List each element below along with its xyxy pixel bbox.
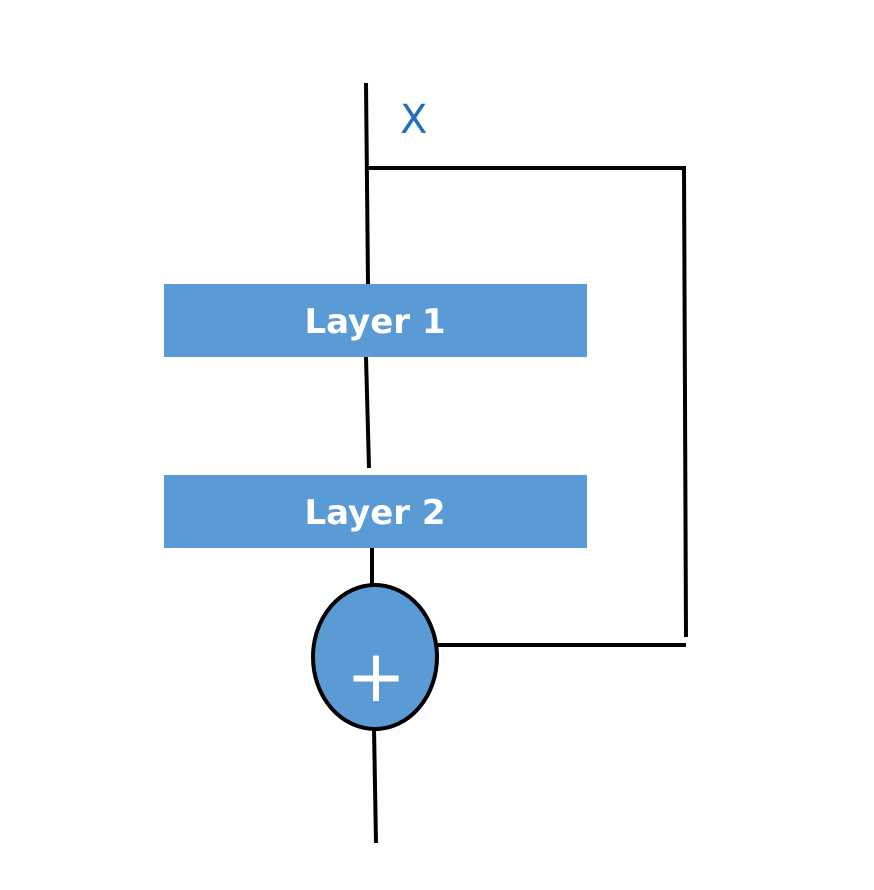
layer-2-rect	[164, 475, 587, 548]
layer-1-label: Layer 1	[304, 302, 445, 342]
sum-node: +	[311, 583, 439, 731]
layer-1-rect	[164, 284, 587, 357]
layer-2-box: Layer 2	[164, 475, 587, 548]
main-line-middle	[364, 356, 371, 469]
sum-circle	[311, 583, 439, 731]
main-line-top	[364, 82, 370, 285]
input-label: X	[400, 97, 427, 143]
layer-2-label: Layer 2	[304, 493, 445, 533]
layer-1-box: Layer 1	[164, 284, 587, 357]
sum-symbol: +	[346, 634, 406, 718]
skip-line-vertical	[682, 165, 688, 638]
main-line-output	[372, 727, 378, 844]
